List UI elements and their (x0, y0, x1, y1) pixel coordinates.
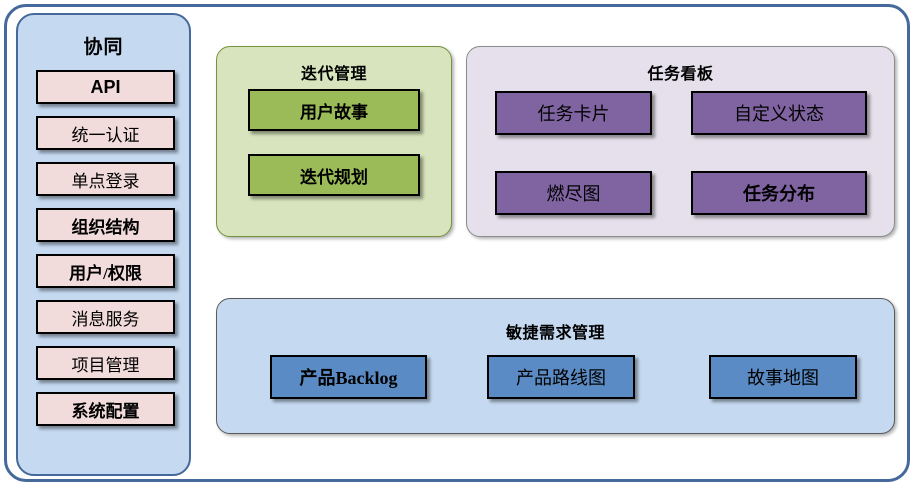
sidebar-item-system-config[interactable]: 系统配置 (36, 392, 175, 426)
taskboard-box-task-card[interactable]: 任务卡片 (495, 91, 652, 135)
sidebar-item-message-service[interactable]: 消息服务 (36, 300, 175, 334)
agile-requirement-section: 敏捷需求管理 产品Backlog 产品路线图 故事地图 (216, 298, 895, 434)
sidebar-item-project-management[interactable]: 项目管理 (36, 346, 175, 380)
collaboration-panel-title: 协同 (83, 37, 124, 58)
sidebar-item-api[interactable]: API (36, 70, 175, 104)
sidebar-item-user-permission[interactable]: 用户/权限 (36, 254, 175, 288)
agile-box-product-backlog[interactable]: 产品Backlog (270, 355, 427, 399)
taskboard-box-burndown-chart[interactable]: 燃尽图 (495, 171, 652, 215)
iteration-box-user-story[interactable]: 用户故事 (248, 89, 420, 131)
taskboard-box-custom-status[interactable]: 自定义状态 (691, 91, 867, 135)
agile-requirement-title: 敏捷需求管理 (505, 325, 605, 342)
iteration-box-iteration-planning[interactable]: 迭代规划 (248, 154, 420, 196)
sidebar-item-org-structure[interactable]: 组织结构 (36, 208, 175, 242)
collaboration-panel: 协同 API 统一认证 单点登录 组织结构 用户/权限 消息服务 项目管理 系统… (16, 13, 191, 476)
collaboration-item-list: API 统一认证 单点登录 组织结构 用户/权限 消息服务 项目管理 系统配置 (36, 70, 175, 438)
sidebar-item-single-sign-on[interactable]: 单点登录 (36, 162, 175, 196)
taskboard-box-task-distribution[interactable]: 任务分布 (691, 171, 867, 215)
iteration-management-title: 迭代管理 (300, 66, 367, 83)
task-board-title: 任务看板 (647, 66, 714, 83)
sidebar-item-unified-auth[interactable]: 统一认证 (36, 116, 175, 150)
agile-box-product-roadmap[interactable]: 产品路线图 (487, 355, 635, 399)
agile-box-story-map[interactable]: 故事地图 (709, 355, 857, 399)
iteration-management-section: 迭代管理 用户故事 迭代规划 (216, 46, 452, 237)
task-board-section: 任务看板 任务卡片 自定义状态 燃尽图 任务分布 (466, 46, 895, 237)
